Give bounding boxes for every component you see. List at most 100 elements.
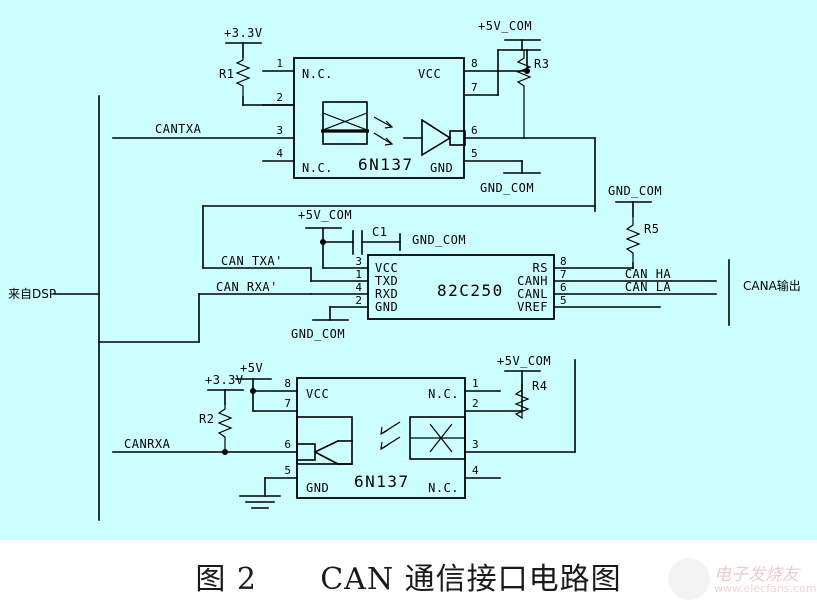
label-r5: R5: [644, 222, 659, 236]
u1-pin-2-num: 2: [276, 91, 283, 104]
label-gnd-com-r5: GND_COM: [608, 184, 662, 198]
u2-pin-2-name: GND: [375, 300, 398, 314]
label-5v-bottom: +5V: [240, 361, 263, 375]
label-net-can-la: CAN_LA: [625, 280, 672, 294]
capacitor-c1: [322, 230, 401, 255]
chip-u3-name: 6N137: [354, 472, 410, 491]
u1-pin-4-name: N.C.: [302, 161, 333, 175]
u2-pin-4-name: RXD: [375, 287, 398, 301]
u1-pin-leads-right: [463, 49, 528, 162]
label-5v-com-top: +5V_COM: [478, 19, 532, 33]
label-net-can-ha: CAN_HA: [625, 267, 672, 281]
label-r1: R1: [219, 67, 234, 81]
u2-pin-3-name: VCC: [375, 261, 398, 275]
chip-u1-body: [293, 57, 465, 179]
schematic-canvas: 来自DSP +3.3V R1 6N137: [0, 0, 817, 540]
u1-pin-1-name: N.C.: [302, 67, 333, 81]
can-interface-schematic: 来自DSP +3.3V R1 6N137: [8, 19, 801, 521]
label-r3: R3: [534, 57, 549, 71]
u1-pin-7-num: 7: [471, 81, 478, 94]
u3-pin-leads-left: [112, 390, 298, 497]
u2-pin-8-name: RS: [533, 261, 548, 275]
u2-pin-1-num: 1: [355, 268, 362, 281]
supply-5v-com-mid-symbol: [305, 227, 342, 269]
label-net-canrxa: CANRXA: [124, 437, 171, 451]
earth-ground-symbol: [239, 495, 281, 509]
figure-caption-bar: 图 2 CAN 通信接口电路图: [0, 540, 817, 612]
label-gnd-com-c1: GND_COM: [412, 233, 466, 247]
supply-3v3-bottom-symbol: [207, 389, 244, 405]
u2-pin-leads-right: [553, 280, 717, 308]
u3-pin-2-num: 2: [472, 397, 479, 410]
u3-pin-3-num: 3: [472, 438, 479, 451]
u3-pin-5-name: GND: [306, 481, 329, 495]
u2-pin-4-num: 4: [355, 281, 362, 294]
mid-section-routing: [202, 205, 596, 269]
u3-phototransistor-symbol: [296, 416, 353, 466]
label-gnd-com-u2: GND_COM: [291, 327, 345, 341]
label-r2: R2: [199, 412, 214, 426]
u1-pin-5-name: GND: [430, 161, 453, 175]
left-vertical-bus: [53, 95, 100, 521]
u2-pin-2-num: 2: [355, 294, 362, 307]
resistor-r3: [516, 50, 532, 138]
u3-pin-4-name: N.C.: [428, 481, 459, 495]
resistor-r2: [217, 404, 233, 452]
label-r4: R4: [532, 379, 547, 393]
label-source-dsp: 来自DSP: [8, 287, 56, 301]
chip-u2-body: [367, 254, 555, 320]
u1-pin-8-num: 8: [471, 57, 478, 70]
label-net-can-rxa-prime: CAN_RXA': [216, 280, 278, 294]
gnd-com-u1-symbol: [503, 160, 541, 174]
u3-pin-8-num: 8: [284, 377, 291, 390]
u2-pin-5-name: VREF: [517, 300, 548, 314]
u3-pin-1-name: N.C.: [428, 387, 459, 401]
chip-u2-name: 82C250: [437, 281, 504, 300]
label-net-cantxa: CANTXA: [155, 122, 202, 136]
resistor-r4: [514, 385, 530, 420]
u2-pin-3-num: 3: [355, 255, 362, 268]
u2-pin-8-num: 8: [560, 255, 567, 268]
u3-led-symbol: [380, 416, 466, 460]
u2-pin-6-num: 6: [560, 281, 567, 294]
u1-pin-4-num: 4: [276, 147, 283, 160]
u3-pin-leads-right: [464, 359, 576, 479]
u2-pin-5-num: 5: [560, 294, 567, 307]
label-net-can-txa-prime: CAN_TXA': [221, 254, 283, 268]
u3-pin-5-num: 5: [284, 464, 291, 477]
u1-pin-leads-left: [112, 70, 295, 162]
label-5v-com-bottom: +5V_COM: [497, 354, 551, 368]
u1-pin-8-name: VCC: [418, 67, 441, 81]
u3-pin-8-name: VCC: [306, 387, 329, 401]
u1-pin-6-num: 6: [471, 124, 478, 137]
u2-pin-leads-left: [310, 267, 369, 321]
label-cana-output: CANA输出: [743, 278, 801, 293]
u3-pin-1-num: 1: [472, 377, 479, 390]
label-5v-com-mid: +5V_COM: [298, 208, 352, 222]
label-3v3-top: +3.3V: [224, 26, 263, 40]
supply-5v-com-bottom-symbol: [504, 370, 541, 386]
label-3v3-bottom: +3.3V: [205, 373, 244, 387]
u3-pin-7-num: 7: [284, 397, 291, 410]
u2-pin-7-name: CANH: [517, 274, 548, 288]
resistor-r5: [553, 216, 641, 269]
u1-optocoupler-symbol: [321, 101, 394, 146]
supply-5v-com-top-symbol: [497, 39, 541, 51]
chip-u1-name: 6N137: [358, 155, 414, 174]
supply-3v3-top-symbol: [225, 42, 262, 58]
label-c1: C1: [372, 225, 387, 239]
figure-caption-text: 图 2 CAN 通信接口电路图: [195, 562, 622, 597]
u3-pin-6-num: 6: [284, 438, 291, 451]
wire-u1-pin6-to-mid-section: [523, 137, 596, 212]
u2-pin-7-num: 7: [560, 268, 567, 281]
u1-pin-3-num: 3: [276, 124, 283, 137]
u2-pin-6-name: CANL: [517, 287, 548, 301]
gnd-com-r5-symbol: [615, 201, 652, 217]
label-gnd-com-u1: GND_COM: [480, 181, 534, 195]
wire-can-rxa-prime: [98, 293, 312, 343]
u2-pin-1-name: TXD: [375, 274, 398, 288]
u1-pin-1-num: 1: [276, 57, 283, 70]
u1-output-buffer-symbol: [403, 118, 466, 157]
resistor-r1: [235, 57, 295, 106]
